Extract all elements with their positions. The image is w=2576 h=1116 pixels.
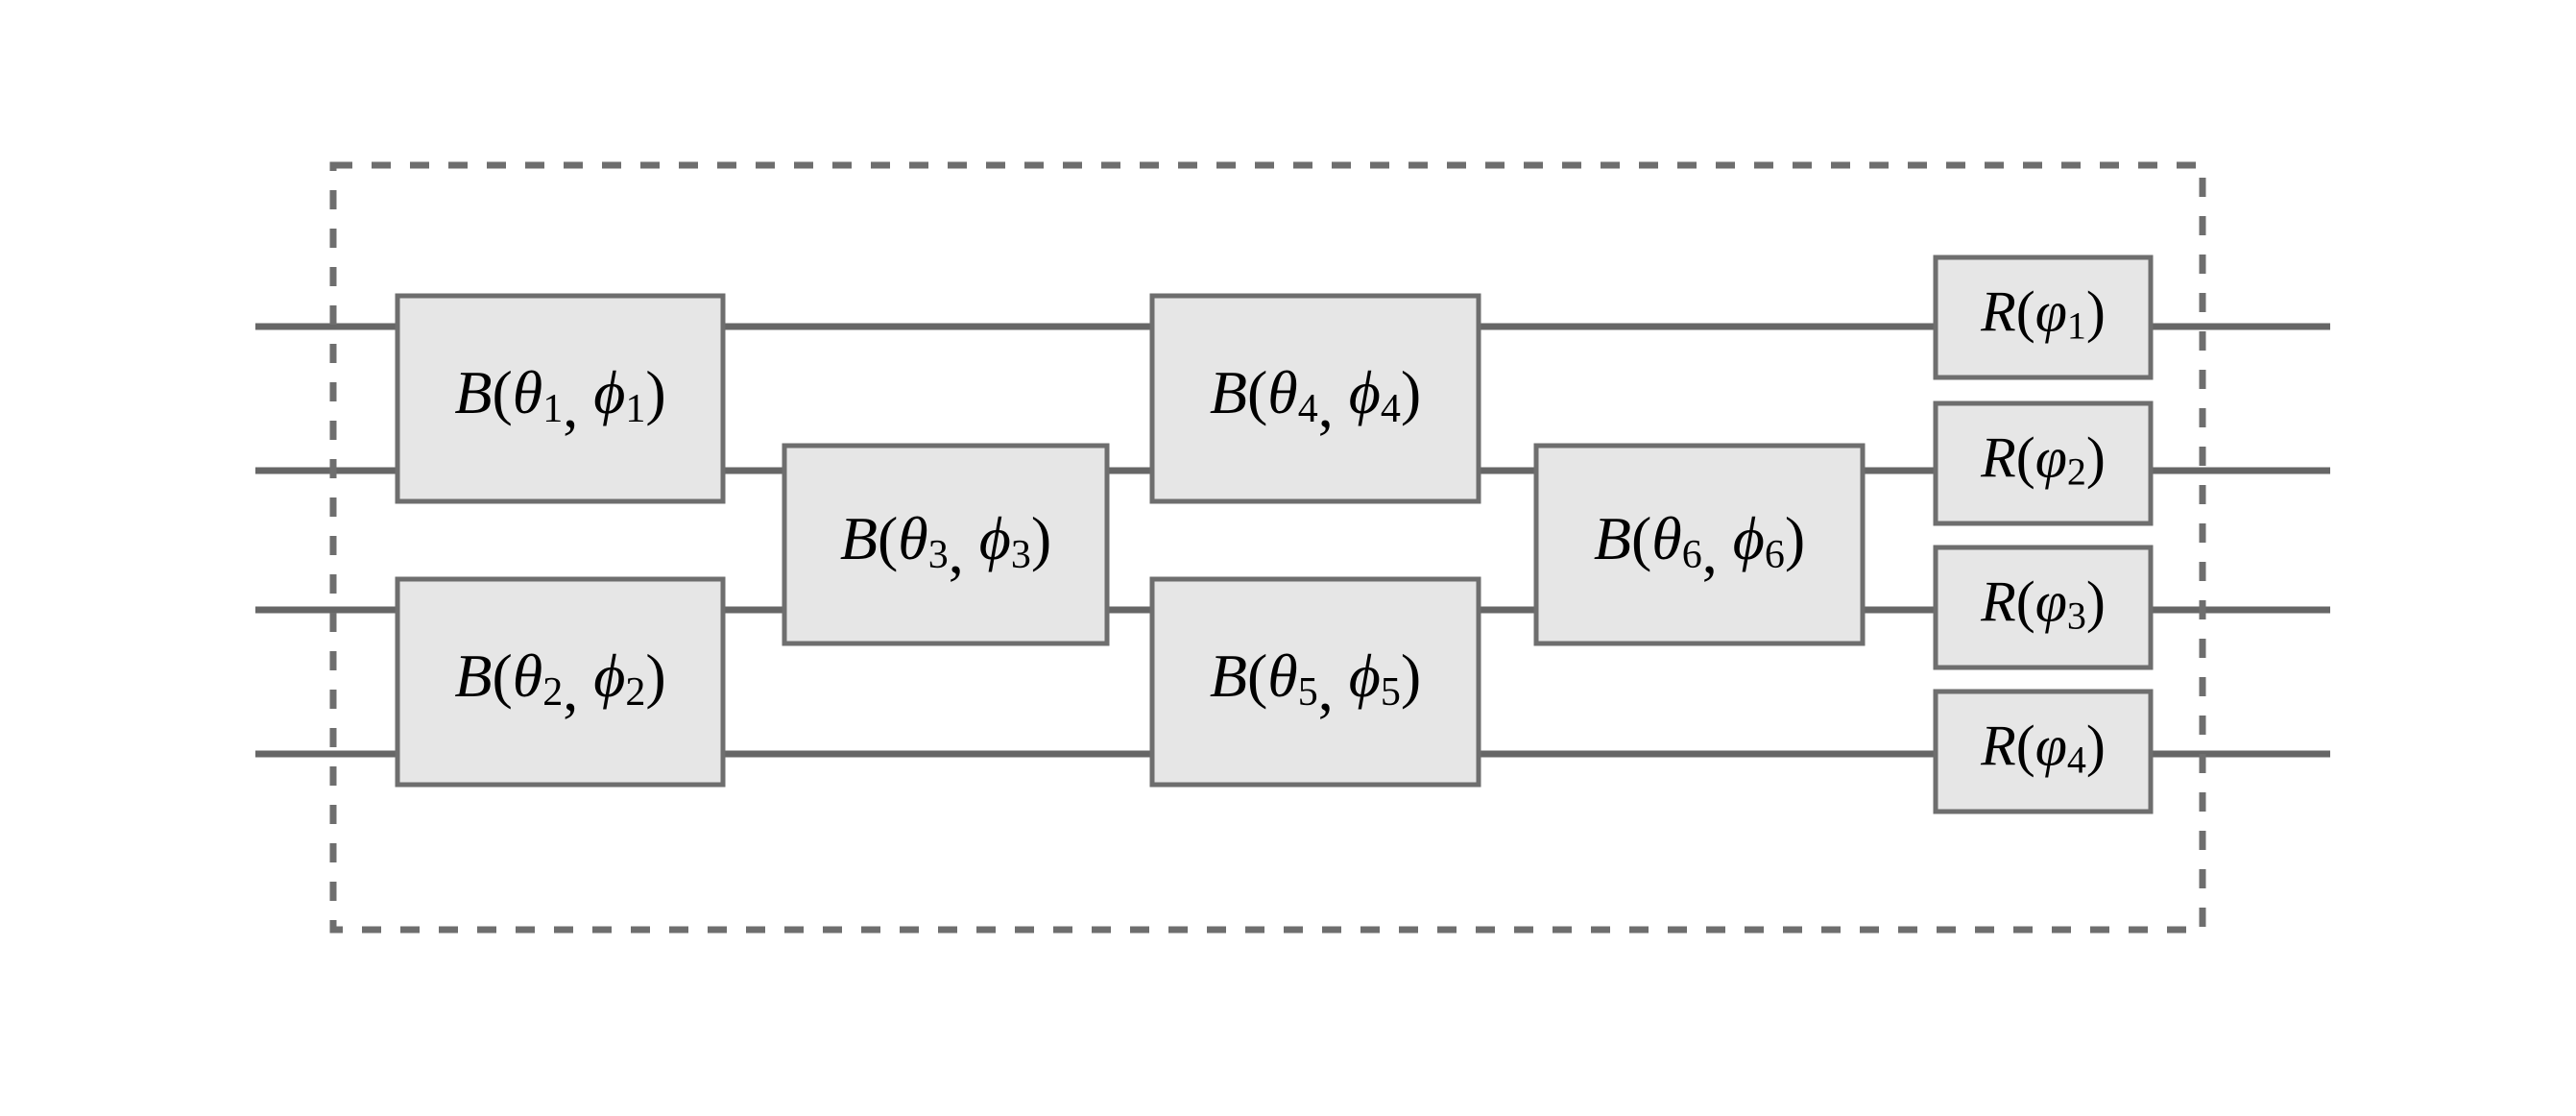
gate-box-r2[interactable] xyxy=(1933,400,2154,526)
gate-box-r1[interactable] xyxy=(1933,255,2154,380)
phase-gate-r4[interactable]: R(φ4) xyxy=(1933,689,2154,814)
beamsplitter-gate-b6[interactable]: B(θ6, ϕ6) xyxy=(1533,443,1866,646)
gate-label-b5: B(θ5, ϕ5) xyxy=(1210,642,1421,723)
gate-box-b5[interactable] xyxy=(1149,576,1481,788)
beamsplitter-gate-b3[interactable]: B(θ3, ϕ3) xyxy=(782,443,1110,646)
beamsplitter-gate-b2[interactable]: B(θ2, ϕ2) xyxy=(395,576,726,788)
gate-box-b1[interactable] xyxy=(395,293,726,504)
gate-box-b6[interactable] xyxy=(1533,443,1866,646)
phase-gate-r2[interactable]: R(φ2) xyxy=(1933,400,2154,526)
beamsplitter-gate-b4[interactable]: B(θ4, ϕ4) xyxy=(1149,293,1481,504)
gate-label-r2: R(φ2) xyxy=(1980,425,2106,493)
phase-gates-group: R(φ1) R(φ2) R(φ3) R(φ4) xyxy=(1933,255,2154,814)
gate-label-b3: B(θ3, ϕ3) xyxy=(840,504,1051,586)
beamsplitter-gates-group: B(θ1, ϕ1) B(θ2, ϕ2) B(θ3, ϕ3) B(θ4, ϕ4) B(θ5… xyxy=(395,293,1866,788)
phase-gate-r3[interactable]: R(φ3) xyxy=(1933,545,2154,670)
phase-gate-r1[interactable]: R(φ1) xyxy=(1933,255,2154,380)
gate-label-b2: B(θ2, ϕ2) xyxy=(454,642,665,723)
gate-label-b4: B(θ4, ϕ4) xyxy=(1210,358,1421,440)
gate-box-b2[interactable] xyxy=(395,576,726,788)
beamsplitter-gate-b5[interactable]: B(θ5, ϕ5) xyxy=(1149,576,1481,788)
dashed-enclosure-border xyxy=(329,161,2206,934)
gate-label-r3: R(φ3) xyxy=(1980,570,2106,637)
gate-label-b6: B(θ6, ϕ6) xyxy=(1594,504,1805,586)
gate-box-b4[interactable] xyxy=(1149,293,1481,504)
beamsplitter-gate-b1[interactable]: B(θ1, ϕ1) xyxy=(395,293,726,504)
gate-label-r1: R(φ1) xyxy=(1980,279,2106,347)
gate-box-b3[interactable] xyxy=(782,443,1110,646)
gate-box-r3[interactable] xyxy=(1933,545,2154,670)
gate-label-b1: B(θ1, ϕ1) xyxy=(454,358,665,440)
gate-box-r4[interactable] xyxy=(1933,689,2154,814)
gate-label-r4: R(φ4) xyxy=(1980,714,2106,781)
